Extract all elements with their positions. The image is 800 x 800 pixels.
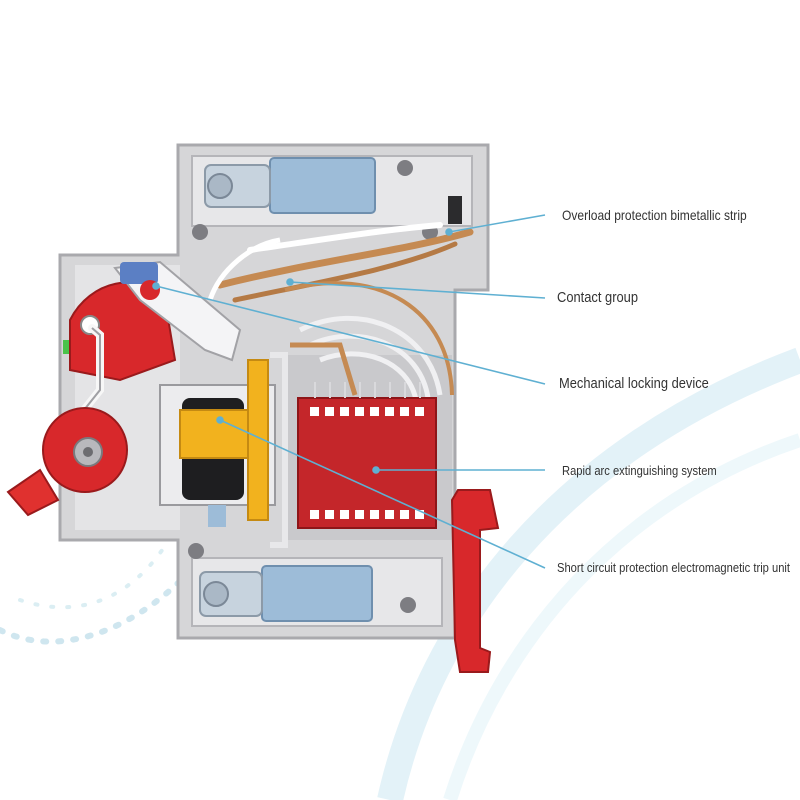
label-mechanical-locking-device: Mechanical locking device	[559, 375, 709, 392]
trip-coil	[159, 342, 358, 548]
bottom-terminal	[188, 543, 416, 622]
label-arc-extinguishing-system: Rapid arc extinguishing system	[562, 463, 717, 478]
din-rail-clip	[450, 489, 500, 673]
label-contact-group: Contact group	[557, 289, 639, 306]
locking-mechanism	[56, 237, 281, 444]
leader-arc-system	[372, 466, 545, 474]
leader-bimetallic	[445, 214, 546, 236]
label-electromagnetic-trip-unit: Short circuit protection electromagnetic…	[557, 560, 791, 575]
label-bimetallic-strip: Overload protection bimetallic strip	[562, 207, 747, 223]
leader-contact-group	[286, 278, 546, 299]
operating-handle	[6, 407, 128, 517]
leader-trip-unit	[216, 416, 546, 569]
top-terminal	[192, 157, 438, 240]
bimetallic-strip	[216, 196, 474, 303]
leader-lines	[152, 214, 546, 569]
arc-chamber	[297, 382, 437, 529]
leader-locking-device	[152, 282, 546, 385]
